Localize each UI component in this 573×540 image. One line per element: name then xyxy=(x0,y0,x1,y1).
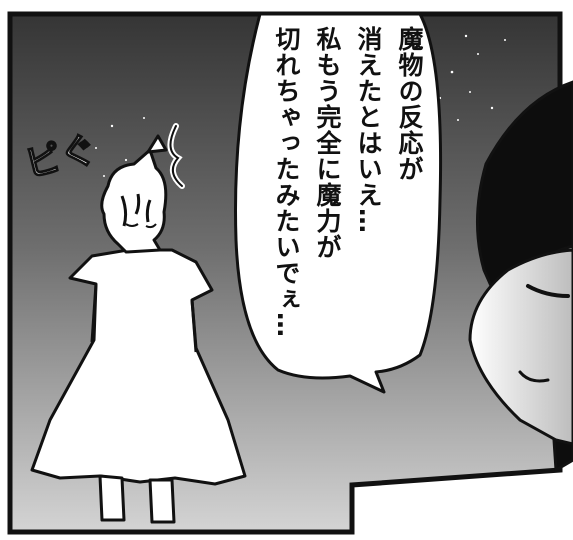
hair-ribbon xyxy=(146,134,168,154)
leg-right xyxy=(148,478,176,524)
bubble-line-1: 魔物の反応が xyxy=(395,26,424,182)
girl-figure xyxy=(30,134,247,524)
right-character-eye xyxy=(526,284,570,298)
speech-bubble xyxy=(234,12,443,394)
squiggle-outline xyxy=(169,125,183,187)
bangs xyxy=(120,193,152,227)
bubble-line-3: 私もう完全に魔力が xyxy=(313,26,342,260)
eyes xyxy=(125,223,157,229)
sound-effect-right: ζ xyxy=(150,118,151,119)
right-character xyxy=(468,80,573,473)
bubble-line-4: 切れちゃったみたいでぇ… xyxy=(272,26,301,338)
arm-right xyxy=(190,299,198,353)
right-character-mouth xyxy=(518,370,550,383)
right-character-face xyxy=(468,248,573,446)
arm-left xyxy=(90,283,98,343)
bubble-line-2: 消えたとはいえ… xyxy=(354,26,383,234)
leg-left xyxy=(98,474,126,522)
sparkles xyxy=(95,34,506,177)
